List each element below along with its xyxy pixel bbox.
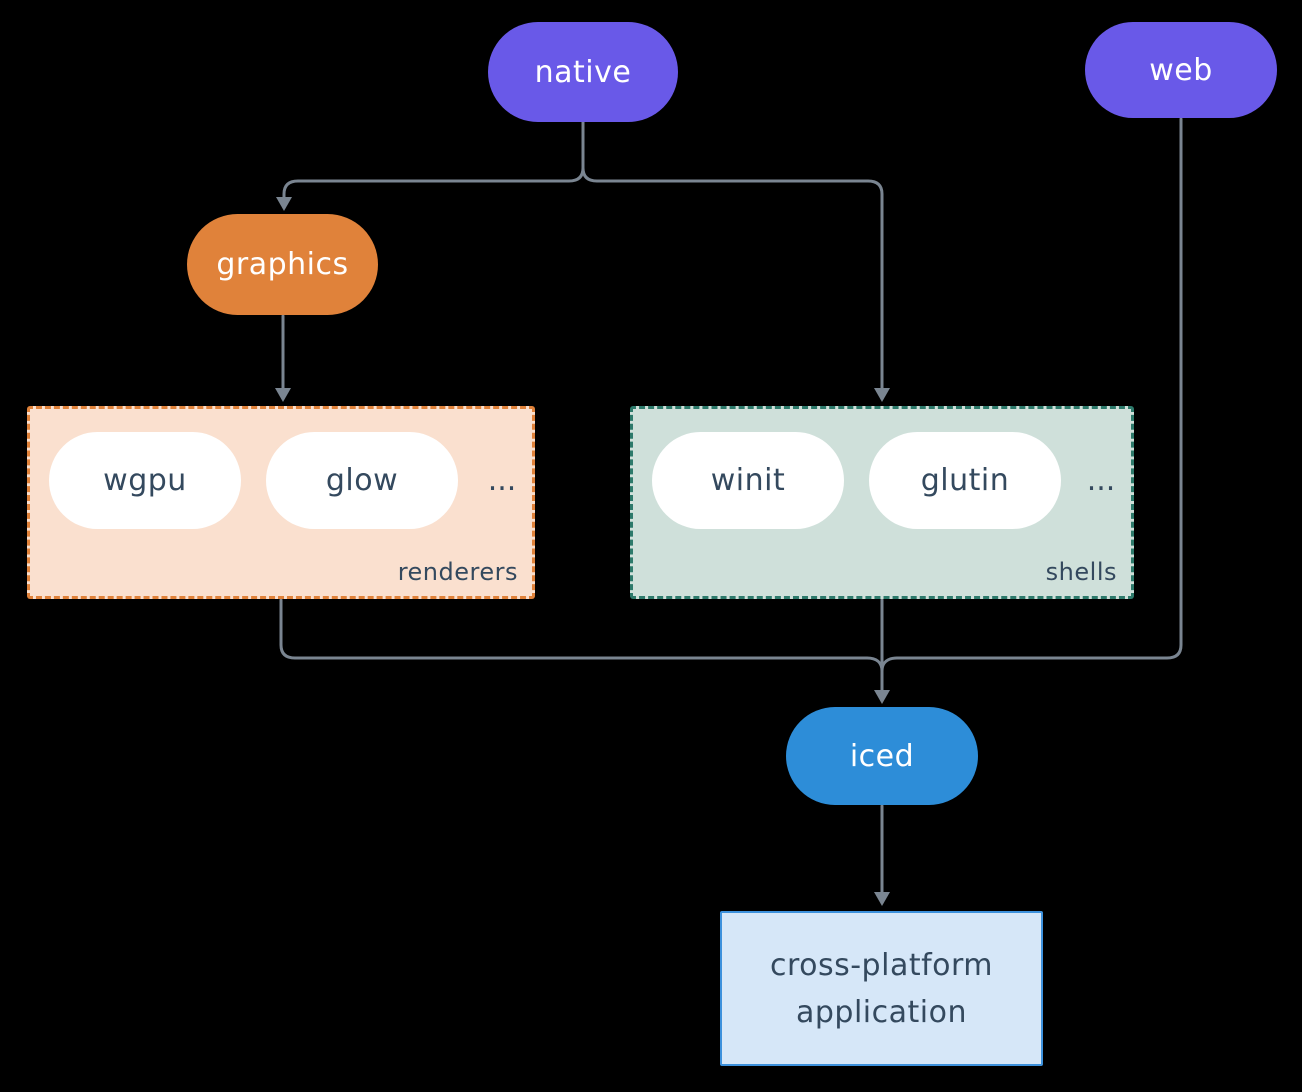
node-wgpu: wgpu xyxy=(49,432,241,529)
edge-native-to-shells xyxy=(581,166,884,391)
node-glow: glow xyxy=(266,432,458,529)
arrowhead-iced xyxy=(874,690,890,704)
renderers-ellipsis: ... xyxy=(487,463,517,498)
edge-web-to-junction xyxy=(880,117,1183,673)
node-iced: iced xyxy=(786,707,978,805)
node-web: web xyxy=(1085,22,1277,118)
node-native: native xyxy=(488,22,678,122)
app-label-line-2: application xyxy=(796,994,967,1030)
edge-renderers-to-junction xyxy=(279,598,884,673)
node-glutin: glutin xyxy=(869,432,1061,529)
node-winit: winit xyxy=(652,432,844,529)
renderers-group-label: renderers xyxy=(397,558,518,586)
arrowhead-renderers xyxy=(275,388,291,402)
node-cross-platform-application: cross-platform application xyxy=(720,911,1043,1066)
arrowhead-app xyxy=(874,892,890,906)
group-renderers: wgpu glow ... renderers xyxy=(27,406,535,599)
app-label-line-1: cross-platform xyxy=(769,947,994,983)
group-shells: winit glutin ... shells xyxy=(630,406,1134,599)
arrowhead-graphics xyxy=(276,197,292,211)
node-graphics: graphics xyxy=(187,214,378,315)
shells-group-label: shells xyxy=(1045,558,1117,586)
shells-ellipsis: ... xyxy=(1086,463,1116,498)
edge-native-to-graphics xyxy=(282,166,585,200)
arrowhead-shells xyxy=(874,388,890,402)
